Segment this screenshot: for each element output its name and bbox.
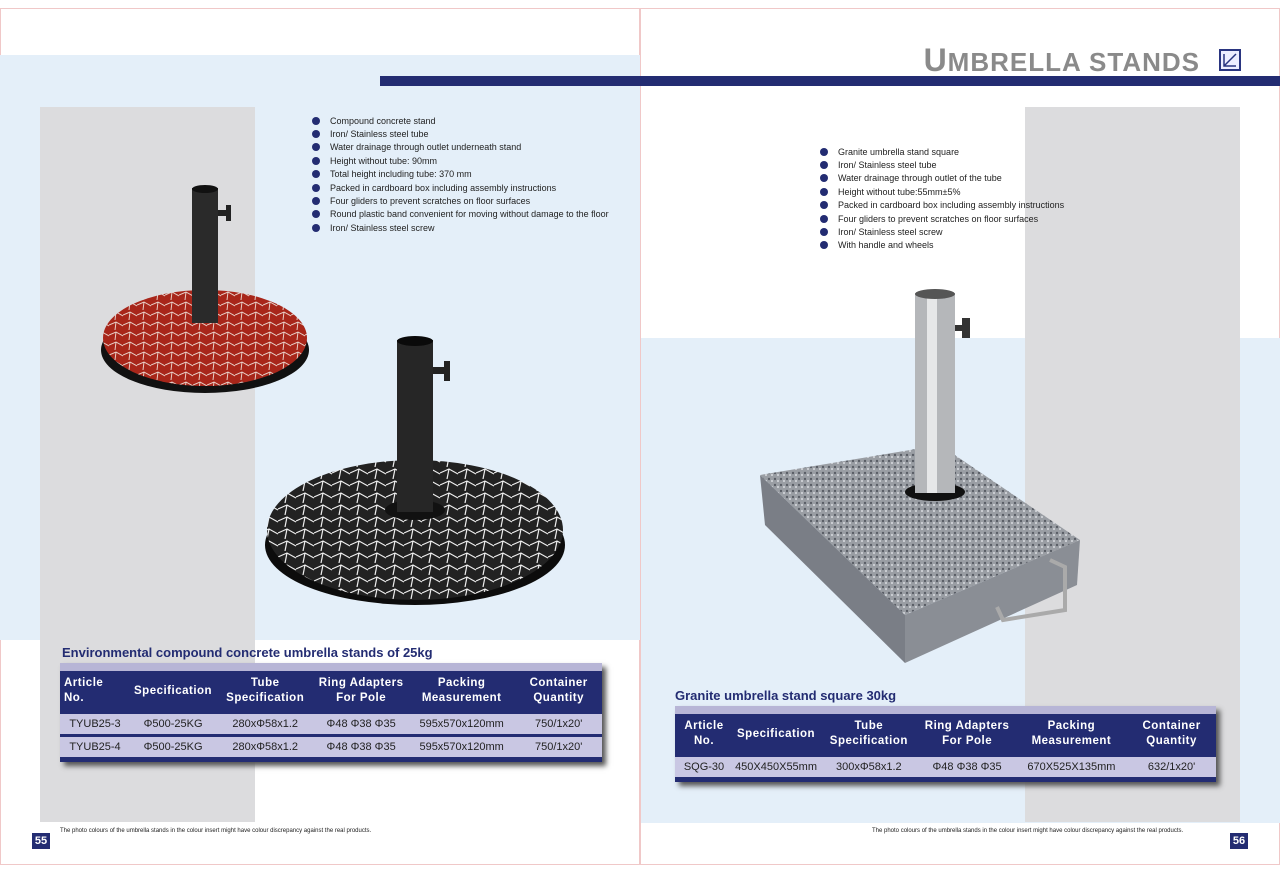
cell: SQG-30 bbox=[675, 754, 733, 777]
cell: Φ48 Φ38 Φ35 bbox=[314, 711, 408, 736]
table-header-row: Article No. Specification Tube Specifica… bbox=[675, 714, 1216, 756]
feature-item: Compound concrete stand bbox=[312, 114, 609, 127]
red-concrete-stand-image bbox=[101, 185, 309, 393]
cell: 750/1x20' bbox=[515, 711, 602, 736]
cell: TYUB25-4 bbox=[60, 734, 130, 757]
col-header: Ring Adapters For Pole bbox=[924, 720, 1010, 747]
page-number-left: 55 bbox=[32, 833, 50, 849]
col-header: Tube Specification bbox=[829, 720, 908, 747]
feature-item: Four gliders to prevent scratches on flo… bbox=[312, 194, 609, 207]
feature-item: Total height including tube: 370 mm bbox=[312, 168, 609, 181]
col-header: Article No. bbox=[684, 720, 724, 747]
cell: Φ500-25KG bbox=[130, 711, 217, 736]
cell: 280xΦ58x1.2 bbox=[216, 711, 315, 736]
feature-item: Round plastic band convenient for moving… bbox=[312, 208, 609, 221]
cell: 595x570x120mm bbox=[407, 711, 516, 736]
feature-item: Iron/ Stainless steel tube bbox=[820, 158, 1064, 171]
col-header: Ring Adapters For Pole bbox=[318, 677, 404, 704]
table-header-row: Article No. Specification Tube Specifica… bbox=[60, 671, 602, 713]
page-number-right: 56 bbox=[1230, 833, 1248, 849]
left-disclaimer: The photo colours of the umbrella stands… bbox=[60, 828, 372, 834]
left-spec-table: Article No. Specification Tube Specifica… bbox=[60, 663, 602, 762]
feature-item: With handle and wheels bbox=[820, 239, 1064, 252]
feature-item: Granite umbrella stand square bbox=[820, 145, 1064, 158]
col-header: Container Quantity bbox=[1142, 720, 1201, 747]
feature-item: Packed in cardboard box including assemb… bbox=[312, 181, 609, 194]
black-concrete-stand-image bbox=[265, 336, 565, 605]
header-bar bbox=[380, 76, 1280, 86]
col-header: Specification bbox=[134, 684, 213, 697]
cell: 450X450X55mm bbox=[733, 754, 820, 777]
feature-item: Packed in cardboard box including assemb… bbox=[820, 199, 1064, 212]
brand-logo-icon bbox=[1219, 49, 1241, 71]
feature-item: Water drainage through outlet of the tub… bbox=[820, 172, 1064, 185]
section-title: UMBRELLA STANDS bbox=[923, 42, 1200, 78]
col-header: Specification bbox=[737, 727, 816, 740]
feature-item: Iron/ Stainless steel tube bbox=[312, 127, 609, 140]
cell: Φ48 Φ38 Φ35 bbox=[314, 734, 408, 757]
col-header: Packing Measurement bbox=[1031, 720, 1112, 747]
cell: 670X525X135mm bbox=[1015, 754, 1128, 777]
feature-item: Height without tube:55mm±5% bbox=[820, 185, 1064, 198]
left-product-title: Environmental compound concrete umbrella… bbox=[62, 645, 433, 660]
feature-item: Iron/ Stainless steel screw bbox=[820, 225, 1064, 238]
cell: 280xΦ58x1.2 bbox=[216, 734, 315, 757]
col-header: Container Quantity bbox=[529, 677, 588, 704]
feature-item: Height without tube: 90mm bbox=[312, 154, 609, 167]
right-product-title: Granite umbrella stand square 30kg bbox=[675, 688, 897, 703]
cell: 632/1x20' bbox=[1127, 754, 1216, 777]
feature-item: Water drainage through outlet underneath… bbox=[312, 141, 609, 154]
right-feature-list: Granite umbrella stand square Iron/ Stai… bbox=[820, 145, 1064, 252]
col-header: Packing Measurement bbox=[421, 677, 502, 704]
feature-item: Four gliders to prevent scratches on flo… bbox=[820, 212, 1064, 225]
feature-item: Iron/ Stainless steel screw bbox=[312, 221, 609, 234]
left-feature-list: Compound concrete stand Iron/ Stainless … bbox=[312, 114, 609, 235]
right-spec-table: Article No. Specification Tube Specifica… bbox=[675, 706, 1216, 782]
cell: Φ500-25KG bbox=[130, 734, 217, 757]
cell: Φ48 Φ38 Φ35 bbox=[918, 754, 1016, 777]
col-header: Tube Specification bbox=[226, 677, 305, 704]
col-header: Article No. bbox=[64, 677, 104, 704]
cell: TYUB25-3 bbox=[60, 711, 130, 736]
cell: 300xΦ58x1.2 bbox=[819, 754, 919, 777]
right-disclaimer: The photo colours of the umbrella stands… bbox=[872, 828, 1184, 834]
granite-stand-image bbox=[760, 289, 1080, 663]
cell: 595x570x120mm bbox=[407, 734, 516, 757]
cell: 750/1x20' bbox=[515, 734, 602, 757]
